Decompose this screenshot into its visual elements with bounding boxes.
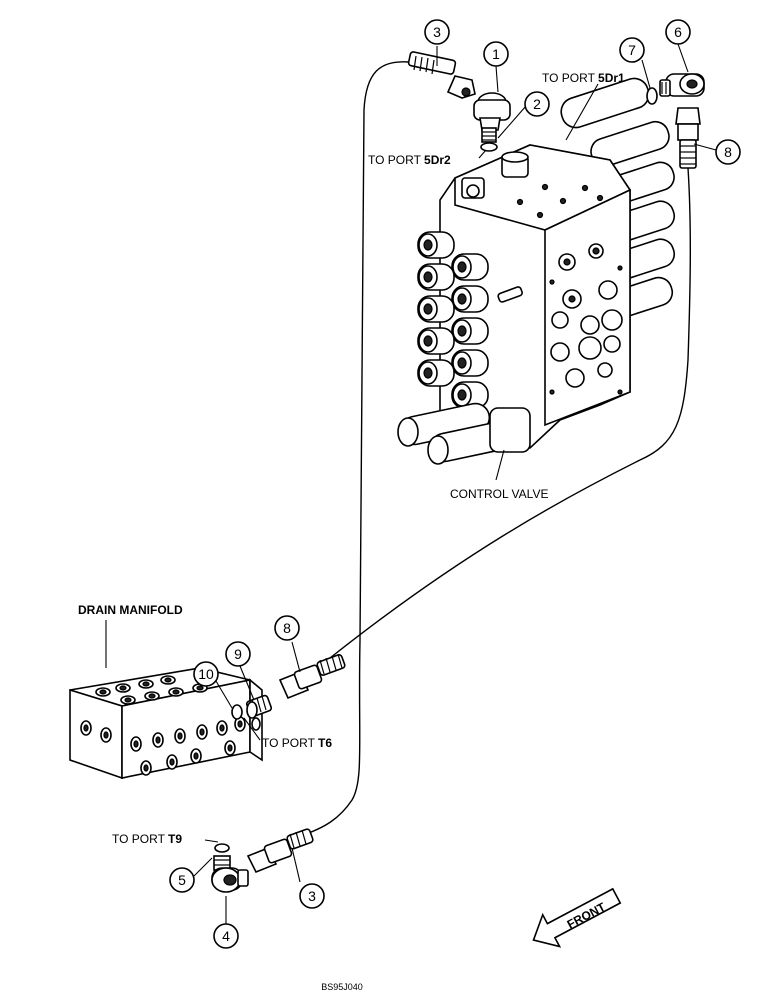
control-valve-front-spools (397, 402, 531, 465)
hose-fitting-8-middle (278, 653, 346, 700)
label-to-port-t9: TO PORT T9 (112, 832, 182, 846)
callout-3-lower-label: 3 (308, 888, 316, 904)
callout-10: 10 (193, 661, 219, 687)
drain-hose-left (299, 61, 410, 837)
hose-fitting-lower (246, 828, 314, 874)
control-valve-side-ports (549, 243, 623, 395)
callout-1: 1 (483, 41, 509, 67)
drain-manifold (69, 667, 263, 780)
drain-manifold-top-holes (95, 675, 208, 705)
callout-9: 9 (225, 641, 251, 667)
o-ring-5 (214, 843, 230, 853)
front-arrow: FRONT (532, 887, 622, 948)
callout-10-label: 10 (198, 666, 214, 682)
callout-6-label: 6 (674, 24, 682, 40)
callout-8-middle-label: 8 (283, 620, 291, 636)
o-ring-7 (646, 87, 658, 105)
label-to-port-t6: TO PORT T6 (262, 736, 332, 750)
elbow-fitting-6 (659, 73, 705, 97)
callout-3-upper: 3 (424, 19, 450, 45)
elbow-fitting-1 (473, 92, 511, 143)
callout-7: 7 (619, 37, 645, 63)
label-to-port-5dr1: TO PORT 5Dr1 (542, 71, 625, 85)
label-control-valve: CONTROL VALVE (450, 487, 548, 501)
elbow-fitting-4 (211, 855, 249, 893)
callout-3-upper-label: 3 (433, 24, 441, 40)
o-ring-2 (480, 142, 498, 152)
control-valve (397, 77, 676, 465)
callout-6: 6 (665, 19, 691, 45)
hose-fitting-upper (407, 51, 476, 99)
control-valve-top-bolts (516, 183, 604, 219)
callout-4: 4 (213, 923, 239, 949)
drain-hose-right (329, 167, 692, 659)
drain-manifold-side-holes (80, 716, 246, 776)
label-to-port-5dr2: TO PORT 5Dr2 (368, 153, 451, 167)
callout-1-label: 1 (492, 46, 500, 62)
callout-9-label: 9 (234, 646, 242, 662)
hose-fitting-8-upper (675, 107, 701, 169)
figure-code: BS95J040 (321, 982, 363, 992)
label-drain-manifold: DRAIN MANIFOLD (78, 603, 183, 617)
callout-7-label: 7 (628, 42, 636, 58)
control-valve-spool-caps (417, 231, 489, 409)
callout-8-upper: 8 (715, 139, 741, 165)
callout-3-lower: 3 (299, 883, 325, 909)
callout-8-upper-label: 8 (724, 144, 732, 160)
callout-8-middle: 8 (274, 615, 300, 641)
callout-5: 5 (169, 867, 195, 893)
callout-5-label: 5 (178, 872, 186, 888)
callout-2-label: 2 (533, 96, 541, 112)
o-ring-10 (231, 704, 243, 720)
connector-9 (245, 694, 273, 719)
callout-4-label: 4 (222, 928, 230, 944)
callout-2: 2 (524, 91, 550, 117)
